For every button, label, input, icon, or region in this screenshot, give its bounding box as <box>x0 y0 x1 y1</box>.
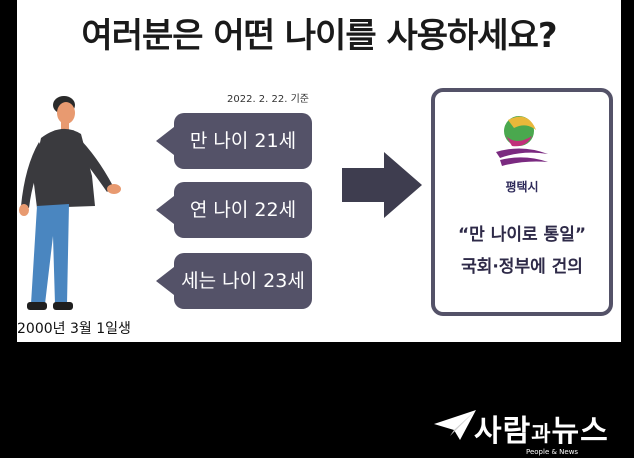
brand-name: 사람과뉴스 <box>474 406 609 450</box>
paper-plane-icon <box>434 410 476 440</box>
bubble-age-international: 만 나이 21세 <box>156 113 312 169</box>
brand-watermark: 사람과뉴스 People & News <box>434 404 630 458</box>
proposal-headline: “만 나이로 통일” <box>457 225 587 245</box>
brand-subtitle: People & News <box>526 448 579 456</box>
proposal-panel: 평택시 “만 나이로 통일” 국회·정부에 건의 <box>431 88 613 316</box>
city-emblem-icon <box>496 116 548 166</box>
birthdate-label: 2000년 3월 1일생 <box>17 321 131 337</box>
brand-name-small: 과 <box>531 422 552 446</box>
brand-name-end: 뉴스 <box>551 414 609 449</box>
bubble-age-year: 연 나이 22세 <box>156 182 312 238</box>
page-title: 여러분은 어떤 나이를 사용하세요? <box>81 16 557 56</box>
brand-name-main: 사람 <box>474 414 532 449</box>
right-arrow-icon <box>342 152 422 218</box>
infographic: 여러분은 어떤 나이를 사용하세요? 2022. 2. 22. 기준 만 나이 … <box>17 0 621 342</box>
city-name: 평택시 <box>505 180 539 194</box>
bubble-age-korean: 세는 나이 23세 <box>156 253 312 309</box>
date-note: 2022. 2. 22. 기준 <box>227 94 310 105</box>
person-illustration <box>19 96 121 310</box>
proposal-subline: 국회·정부에 건의 <box>461 257 583 277</box>
